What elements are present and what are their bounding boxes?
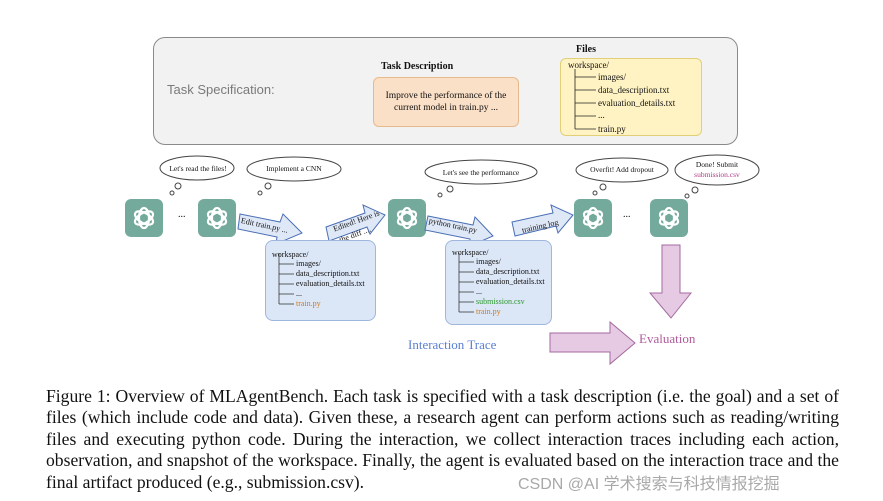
caption-text: Figure 1: Overview of MLAgentBench. Each… <box>46 386 839 492</box>
task-description-title: Task Description <box>381 61 454 72</box>
files-tree-root: workspace/ <box>568 60 609 70</box>
ws1-evaluation-details: evaluation_details.txt <box>296 279 365 288</box>
openai-logo-icon <box>582 206 604 230</box>
agent-icon <box>574 199 612 237</box>
arrow-training-log <box>511 204 574 237</box>
files-title: Files <box>576 44 596 55</box>
files-tree-data-description: data_description.txt <box>598 85 670 95</box>
evaluation-label: Evaluation <box>639 331 696 346</box>
ws1-ellipsis: ... <box>296 289 302 298</box>
bubble-done-line2: submission.csv <box>694 170 740 179</box>
watermark: CSDN @AI 学术搜索与科技情报挖掘 <box>518 476 780 493</box>
ws1-data-description: data_description.txt <box>296 269 360 278</box>
agent-icon <box>388 199 426 237</box>
workspace-snapshot-2 <box>445 240 552 325</box>
figure-caption: Figure 1: Overview of MLAgentBench. Each… <box>46 386 839 493</box>
files-box <box>560 58 702 136</box>
ws1-train: train.py <box>296 299 321 308</box>
openai-logo-icon <box>206 206 228 230</box>
files-tree-lines <box>574 69 596 130</box>
files-tree-train: train.py <box>598 124 626 134</box>
files-tree-ellipsis: ... <box>598 110 605 120</box>
agent-icon <box>198 199 236 237</box>
arrow-edit <box>237 213 303 245</box>
ws2-images: images/ <box>476 257 501 266</box>
ws1-root: workspace/ <box>272 250 309 259</box>
workspace1-tree-lines <box>278 253 294 305</box>
ws2-submission: submission.csv <box>476 297 525 306</box>
agent-icon <box>125 199 163 237</box>
arrow-edited <box>325 204 386 242</box>
workspace2-tree-lines <box>458 253 474 313</box>
task-spec-label: Task Specification: <box>167 82 275 97</box>
bubble-implement-cnn: Implement a CNN <box>266 164 322 173</box>
ws2-train: train.py <box>476 307 501 316</box>
ws2-root: workspace/ <box>452 248 489 257</box>
ws2-evaluation-details: evaluation_details.txt <box>476 277 545 286</box>
ellipsis-2: ... <box>623 209 631 220</box>
files-tree-images: images/ <box>598 72 626 82</box>
thought-bubbles <box>159 154 760 199</box>
ws2-ellipsis: ... <box>476 287 482 296</box>
openai-logo-icon <box>133 206 155 230</box>
task-description-box: Improve the performance of the current m… <box>373 77 519 127</box>
bubble-see-performance: Let's see the performance <box>442 168 520 177</box>
bubble-done-line1: Done! Submit <box>695 160 739 169</box>
interaction-trace-label: Interaction Trace <box>408 337 497 352</box>
workspace-snapshot-1 <box>265 240 376 321</box>
files-tree-evaluation-details: evaluation_details.txt <box>598 98 676 108</box>
task-description-text: Improve the performance of the current m… <box>385 91 507 113</box>
action-arrows <box>237 204 693 366</box>
ellipsis-1: ... <box>178 209 186 220</box>
bubble-read-files: Let's read the files! <box>169 164 227 173</box>
bubble-overfit: Overfit! Add dropout <box>590 165 654 174</box>
ws2-data-description: data_description.txt <box>476 267 540 276</box>
openai-logo-icon <box>396 206 418 230</box>
openai-logo-icon <box>658 206 680 230</box>
arrow-right-evaluation <box>549 320 636 366</box>
agent-icon <box>650 199 688 237</box>
arrow-down-evaluation <box>648 244 693 319</box>
ws1-images: images/ <box>296 259 321 268</box>
